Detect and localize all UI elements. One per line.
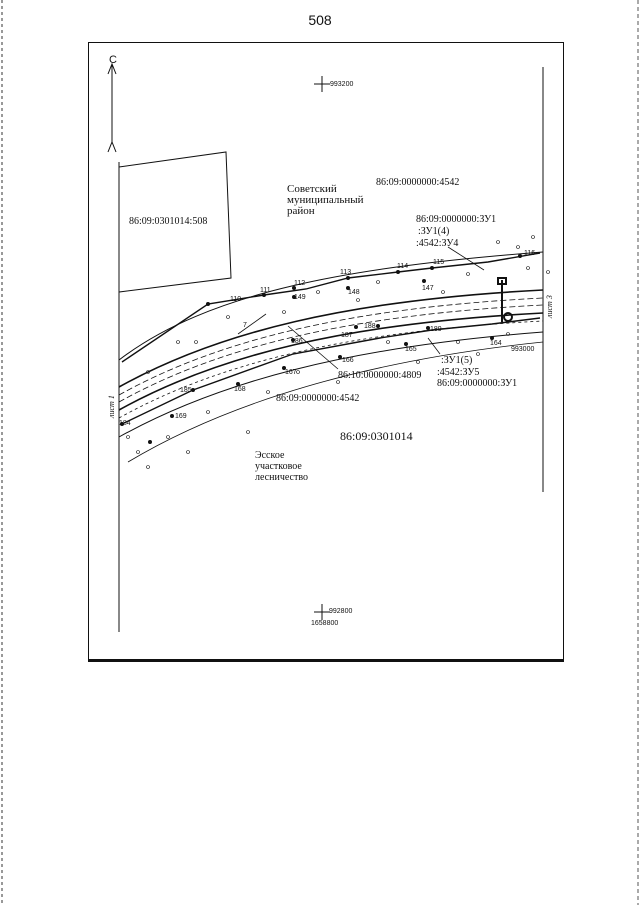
page-number: 508 — [308, 12, 332, 28]
district-label-3: район — [287, 205, 315, 217]
leader-zu4 — [447, 246, 485, 271]
point-116: 116 — [524, 250, 536, 257]
point-168: 168 — [234, 386, 246, 393]
forestry-label-2: участковое — [255, 461, 302, 472]
point-147: 147 — [422, 285, 434, 292]
point-165: 165 — [405, 346, 417, 353]
leader-4809 — [287, 325, 339, 370]
point-149: 149 — [294, 294, 306, 301]
leader-arrow — [237, 313, 267, 335]
point-167: 167 — [285, 369, 297, 376]
boundary-top — [121, 252, 541, 363]
forestry-label-3: лесничество — [255, 472, 308, 483]
north-label: С — [109, 54, 117, 66]
vertex-points — [120, 254, 522, 444]
corridor-dashed-1 — [118, 297, 544, 396]
map-frame — [88, 42, 564, 660]
point-115: 115 — [433, 259, 445, 266]
forest-symbols — [126, 235, 550, 469]
point-110: 110 — [230, 296, 242, 303]
grid-coord-bottom: 992800 — [329, 608, 353, 615]
cadastral-zu5: :4542:ЗУ5 — [437, 367, 480, 378]
corridor-dashed-2 — [118, 304, 544, 403]
cadastral-zu4: :4542:ЗУ4 — [416, 238, 459, 249]
corridor-edge-lower — [127, 341, 544, 463]
sheet-right-label: лист 3 — [545, 295, 554, 318]
point-112: 112 — [294, 280, 306, 287]
district-label-2: муниципальный — [287, 194, 364, 206]
map-bottom-border — [88, 660, 564, 662]
point-111: 111 — [260, 287, 271, 294]
scan-edge-right — [637, 0, 639, 905]
grid-coord-top: 993200 — [330, 81, 354, 88]
quarter-label: 86:09:0301014 — [340, 429, 413, 443]
north-arrow-tail-icon — [107, 140, 117, 153]
grid-coord-bottom-x: 1658800 — [311, 620, 339, 627]
corridor-line-2 — [118, 312, 544, 411]
grid-cross-icon — [314, 76, 330, 620]
point-188: 188 — [364, 323, 376, 330]
point-184: 184 — [119, 420, 131, 427]
grid-coord-right: 993000 — [511, 346, 535, 353]
point-185: 185 — [180, 387, 192, 394]
point-148: 148 — [348, 289, 360, 296]
point-7: 7 — [243, 322, 247, 329]
point-166: 166 — [342, 357, 354, 364]
district-label-1: Советский — [287, 183, 337, 195]
leader-zu5 — [427, 337, 441, 355]
sheet-left-label: лист 1 — [107, 395, 116, 418]
cadastral-4809: 86:10:0000000:4809 — [338, 370, 422, 381]
cadastral-zu1-4: :ЗУ1(4) — [418, 226, 450, 237]
parcel-label-508: 86:09:0301014:508 — [129, 216, 208, 227]
point-186: 186 — [291, 338, 303, 345]
parcel-polygon-508 — [118, 151, 232, 293]
point-189: 189 — [430, 326, 442, 333]
corridor-line-1 — [118, 289, 544, 388]
point-113: 113 — [340, 269, 352, 276]
north-arrow-icon — [107, 62, 117, 75]
cadastral-zu1-5: :ЗУ1(5) — [441, 355, 473, 366]
cadastral-bottom-4542: 86:09:0000000:4542 — [276, 393, 360, 404]
corridor-outer-bottom — [118, 331, 544, 438]
cadastral-map — [107, 62, 550, 632]
cadastral-zu1-bottom: 86:09:0000000:ЗУ1 — [437, 378, 518, 389]
cadastral-zu1-top: 86:09:0000000:ЗУ1 — [416, 214, 497, 225]
point-114: 114 — [397, 263, 409, 270]
corridor-outer-top — [118, 251, 544, 361]
point-169: 169 — [175, 413, 187, 420]
point-187: 187 — [341, 332, 353, 339]
forestry-label-1: Эсское — [255, 450, 285, 461]
structure-icon — [497, 277, 513, 322]
point-164: 164 — [490, 340, 502, 347]
cadastral-top-4542: 86:09:0000000:4542 — [376, 177, 460, 188]
scan-edge-left — [1, 0, 3, 905]
